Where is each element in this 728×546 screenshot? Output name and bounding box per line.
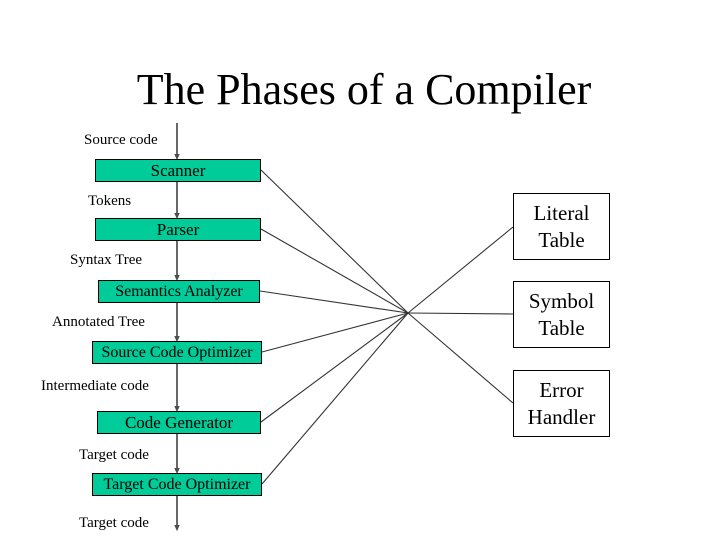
table-box-line-1: Literal <box>533 200 590 225</box>
flow-label-text: Tokens <box>88 193 132 209</box>
hub-fan-out-lines <box>407 226 514 404</box>
flow-label-text: Syntax Tree <box>70 252 143 268</box>
flow-label-annotated-tree: Annotated Tree <box>52 313 145 331</box>
phase-box-source-code-optimizer[interactable]: Source Code Optimizer <box>92 341 262 364</box>
flow-label-text: Target code <box>79 447 149 463</box>
phase-box-label: Target Code Optimizer <box>103 475 251 493</box>
table-box-line-1: Error <box>539 377 584 402</box>
flow-label-tokens: Tokens <box>88 192 131 210</box>
phase-box-label: Parser <box>156 219 200 239</box>
hub-fan-in-lines <box>259 169 409 485</box>
fan-line-target-code-optimizer-to-hub <box>261 312 409 485</box>
phase-box-scanner[interactable]: Scanner <box>95 159 261 182</box>
phase-box-label: Source Code Optimizer <box>101 343 253 361</box>
flow-label-syntax-tree: Syntax Tree <box>70 251 142 269</box>
fan-line-hub-to-error-handler <box>407 312 514 404</box>
fan-line-code-generator-to-hub <box>260 312 409 423</box>
table-box-line-1: Symbol <box>528 288 595 313</box>
table-box-symbol-table[interactable]: Symbol Table <box>513 281 610 348</box>
phase-box-code-generator[interactable]: Code Generator <box>97 411 261 434</box>
table-box-line-2: Table <box>538 315 585 340</box>
flow-label-text: Source code <box>84 132 158 148</box>
table-box-literal-table[interactable]: Literal Table <box>513 193 610 260</box>
table-box-line-2: Handler <box>527 404 596 429</box>
fan-line-parser-to-hub <box>260 228 409 314</box>
page-title: The Phases of a Compiler <box>136 65 592 114</box>
flow-label-text: Intermediate code <box>41 378 149 394</box>
flow-label-text: Target code <box>79 515 149 531</box>
phase-box-target-code-optimizer[interactable]: Target Code Optimizer <box>92 473 262 496</box>
fan-line-hub-to-symbol-table <box>407 312 514 315</box>
flow-label-intermediate-code: Intermediate code <box>41 377 149 395</box>
phase-box-label: Code Generator <box>124 412 234 432</box>
fan-line-scanner-to-hub <box>260 169 409 314</box>
phase-box-semantics-analyzer[interactable]: Semantics Analyzer <box>98 280 260 303</box>
fan-line-hub-to-literal-table <box>407 226 514 314</box>
flow-label-text: Annotated Tree <box>52 314 145 330</box>
phase-box-label: Scanner <box>150 160 206 180</box>
phase-box-parser[interactable]: Parser <box>95 218 261 241</box>
flow-label-target-code-upper: Target code <box>79 446 149 464</box>
flow-label-source-code: Source code <box>84 131 158 149</box>
fan-line-source-code-optimizer-to-hub <box>261 312 409 353</box>
flow-label-target-code-lower: Target code <box>79 514 149 532</box>
table-box-line-2: Table <box>538 227 585 252</box>
phase-box-label: Semantics Analyzer <box>115 282 243 300</box>
table-box-error-handler[interactable]: Error Handler <box>513 370 610 437</box>
fan-line-semantics-analyzer-to-hub <box>259 290 409 314</box>
